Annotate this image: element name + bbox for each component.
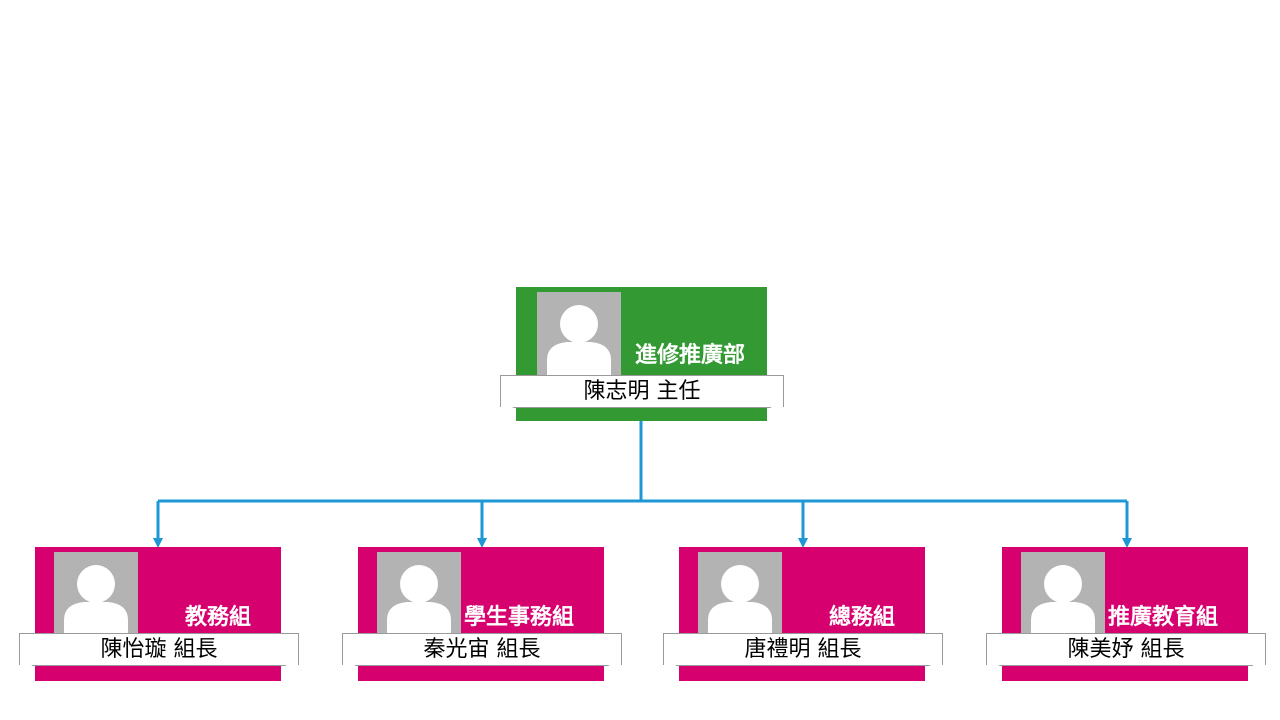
person-silhouette-icon xyxy=(708,565,772,636)
photo-placeholder xyxy=(1021,552,1105,636)
org-card-child-4[interactable]: 推廣教育組 陳美妤 組長 xyxy=(986,547,1266,681)
person-name-bar: 陳怡璇 組長 xyxy=(19,633,299,672)
person-name-bar: 陳志明 主任 xyxy=(500,375,784,414)
org-card-child-3[interactable]: 總務組 唐禮明 組長 xyxy=(663,547,943,681)
person-silhouette-icon xyxy=(387,565,451,636)
department-title: 進修推廣部 xyxy=(634,343,745,368)
org-card-top[interactable]: 進修推廣部 陳志明 主任 xyxy=(500,287,784,421)
person-name-bar: 秦光宙 組長 xyxy=(342,633,622,672)
department-title: 學生事務組 xyxy=(463,605,574,630)
photo-placeholder xyxy=(537,292,621,376)
person-silhouette-icon xyxy=(64,565,128,636)
person-silhouette-icon xyxy=(1031,565,1095,636)
department-title: 總務組 xyxy=(828,605,895,630)
department-title: 推廣教育組 xyxy=(1107,605,1218,630)
person-name-bar: 唐禮明 組長 xyxy=(663,633,943,672)
photo-placeholder xyxy=(377,552,461,636)
photo-placeholder xyxy=(54,552,138,636)
person-silhouette-icon xyxy=(547,305,611,376)
org-card-child-2[interactable]: 學生事務組 秦光宙 組長 xyxy=(342,547,622,681)
org-card-child-1[interactable]: 教務組 陳怡璇 組長 xyxy=(19,547,299,681)
department-title: 教務組 xyxy=(184,605,251,630)
person-name-bar: 陳美妤 組長 xyxy=(986,633,1266,672)
photo-placeholder xyxy=(698,552,782,636)
